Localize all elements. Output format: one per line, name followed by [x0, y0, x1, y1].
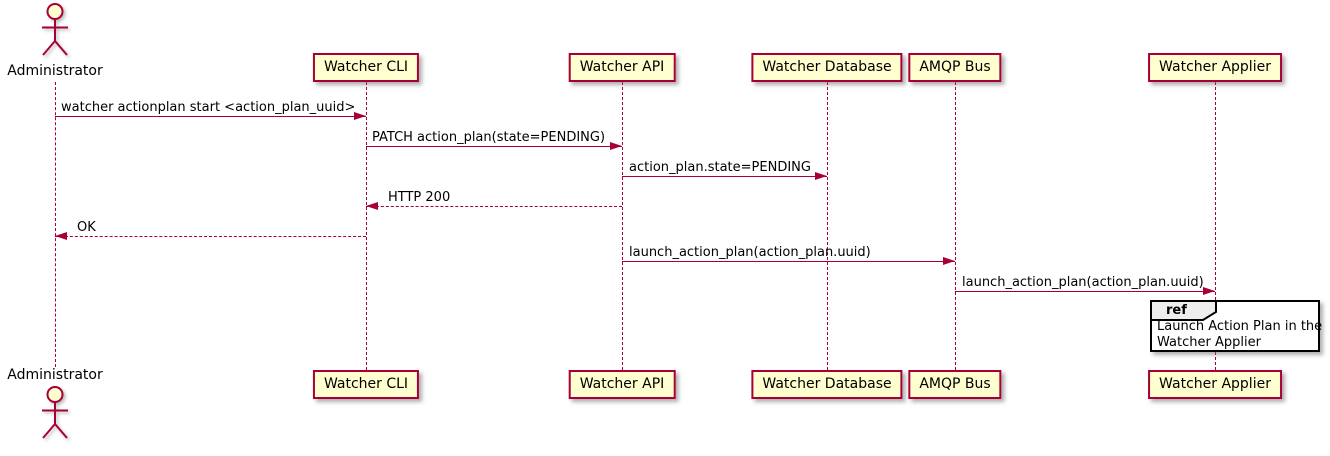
participant-label: AMQP Bus: [919, 376, 991, 392]
message-1-label: watcher actionplan start <action_plan_uu…: [61, 100, 356, 115]
participant-label: Watcher Database: [762, 376, 892, 392]
lifeline-administrator: [55, 82, 56, 367]
participant-label: Watcher Applier: [1159, 59, 1271, 75]
message-2-arrowhead-icon: [610, 142, 622, 150]
lifeline-watcher-database: [827, 82, 828, 370]
message-5-line: [55, 236, 366, 237]
participant-watcher-database-bottom: Watcher Database: [751, 370, 903, 399]
participant-watcher-cli-bottom: Watcher CLI: [312, 370, 420, 399]
message-7-line: [955, 291, 1215, 292]
message-4-line: [366, 206, 622, 207]
participant-watcher-api-top: Watcher API: [568, 53, 676, 82]
participant-watcher-api-bottom: Watcher API: [568, 370, 676, 399]
lifeline-watcher-applier: [1215, 82, 1216, 370]
message-3-arrowhead-icon: [815, 172, 827, 180]
ref-text-line-1: Launch Action Plan in the: [1157, 319, 1323, 334]
participant-label: Watcher CLI: [323, 376, 409, 392]
ref-fragment: ref Launch Action Plan in the Watcher Ap…: [1150, 300, 1323, 352]
participant-watcher-database-top: Watcher Database: [751, 53, 903, 82]
participant-label: Watcher Database: [762, 59, 892, 75]
participant-label: Watcher API: [579, 59, 665, 75]
actor-name-bottom: Administrator: [7, 367, 103, 383]
participant-watcher-applier-bottom: Watcher Applier: [1148, 370, 1282, 399]
participant-label: AMQP Bus: [919, 59, 991, 75]
participant-label: Watcher Applier: [1159, 376, 1271, 392]
lifeline-watcher-api: [622, 82, 623, 370]
actor-name-top: Administrator: [7, 63, 103, 79]
lifeline-amqp-bus: [955, 82, 956, 370]
message-7-arrowhead-icon: [1203, 287, 1215, 295]
message-1-line: [55, 116, 366, 117]
message-1-arrowhead-icon: [354, 112, 366, 120]
message-7-label: launch_action_plan(action_plan.uuid): [962, 275, 1204, 290]
message-2-label: PATCH action_plan(state=PENDING): [372, 130, 606, 145]
ref-text-line-2: Watcher Applier: [1157, 335, 1261, 350]
actor-icon: [35, 385, 75, 447]
message-6-line: [622, 261, 955, 262]
participant-amqp-bus-top: AMQP Bus: [908, 53, 1002, 82]
lifeline-watcher-cli: [366, 82, 367, 370]
participant-label: Watcher API: [579, 376, 665, 392]
ref-tab-icon: [1150, 300, 1217, 321]
participant-amqp-bus-bottom: AMQP Bus: [908, 370, 1002, 399]
participant-label: Watcher CLI: [323, 59, 409, 75]
message-5-arrowhead-icon: [55, 232, 67, 240]
message-6-label: launch_action_plan(action_plan.uuid): [629, 245, 871, 260]
message-5-label: OK: [77, 220, 96, 235]
ref-keyword: ref: [1166, 303, 1187, 318]
message-4-label: HTTP 200: [388, 190, 451, 205]
message-3-line: [622, 176, 827, 177]
message-2-line: [366, 146, 622, 147]
message-3-label: action_plan.state=PENDING: [629, 160, 811, 175]
actor-icon: [35, 2, 75, 64]
participant-watcher-cli-top: Watcher CLI: [312, 53, 420, 82]
message-6-arrowhead-icon: [943, 257, 955, 265]
participant-watcher-applier-top: Watcher Applier: [1148, 53, 1282, 82]
message-4-arrowhead-icon: [366, 202, 378, 210]
